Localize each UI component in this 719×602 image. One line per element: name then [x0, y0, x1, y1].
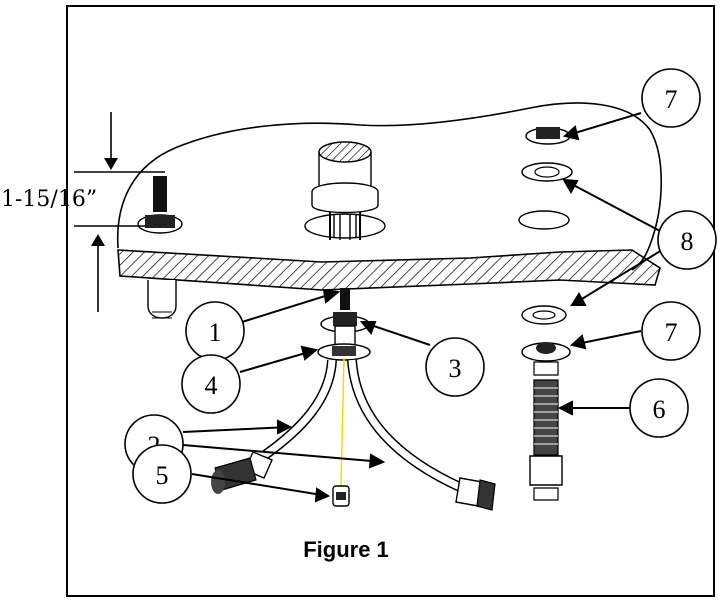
callout-7-top-label: 7: [665, 85, 678, 114]
bottom-gasket: [521, 305, 567, 325]
top-mounting-nut: [525, 127, 571, 145]
top-gasket: [521, 162, 573, 182]
callout-1-label: 1: [209, 318, 222, 347]
countertop-surface: [116, 102, 663, 271]
left-underside-fitting: [147, 280, 177, 319]
weight-assembly: [332, 357, 350, 507]
callout-1: 1: [185, 301, 245, 361]
countertop-hole: [518, 210, 570, 230]
callout-7-bottom-label: 7: [665, 318, 678, 347]
callout-8: 8: [657, 210, 717, 270]
spray-hose-guide: [521, 342, 571, 501]
callout-4-label: 4: [205, 371, 218, 400]
callout-6-label: 6: [653, 395, 666, 424]
callout-3-label: 3: [449, 354, 462, 383]
spout: [304, 141, 386, 240]
figure-caption: Figure 1: [303, 537, 389, 562]
countertop-edge: [117, 249, 661, 291]
callout-7-bottom: 7: [641, 301, 701, 361]
supply-hoses: [211, 359, 496, 511]
callout-3: 3: [425, 337, 485, 397]
left-stud: [137, 176, 183, 234]
callout-leaders: [182, 112, 663, 503]
callout-7-top: 7: [641, 68, 701, 128]
callout-5-label: 5: [156, 461, 169, 490]
callout-4: 4: [181, 354, 241, 414]
callout-6: 6: [629, 378, 689, 438]
callout-5: 5: [132, 444, 192, 504]
dimension-marker: [74, 112, 165, 312]
dimension-label: 1-15/16”: [1, 187, 97, 212]
figure-frame: [66, 5, 715, 597]
callout-8-label: 8: [681, 227, 694, 256]
